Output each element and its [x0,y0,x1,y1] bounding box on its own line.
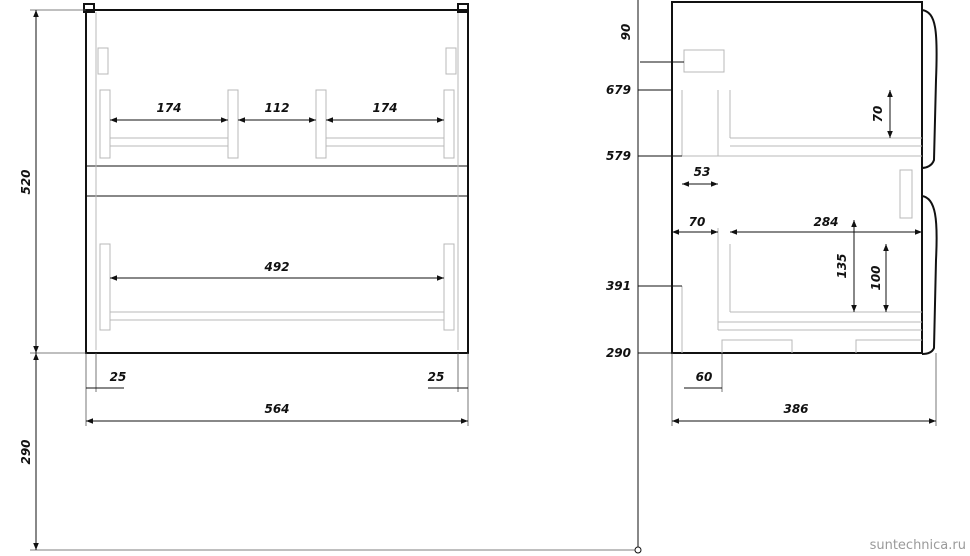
side-reference-point [634,546,642,554]
dim-290-front: 290 [19,439,33,464]
dim-100: 100 [869,265,883,290]
dim-284: 284 [813,215,838,229]
dim-492: 492 [263,260,289,274]
dim-53: 53 [694,165,711,179]
dim-386: 386 [783,402,808,416]
side-view: 679 579 391 290 90 53 70 70 284 135 100 … [606,0,938,554]
front-lower-drawer [99,243,455,331]
front-cabinet-outline [85,9,469,354]
level-679: 679 [606,83,631,97]
dim-25-right: 25 [428,370,445,384]
front-view: 174 112 174 492 520 290 25 25 564 [19,3,640,551]
side-lower-drawer [717,169,922,331]
side-upper-drawer [717,90,922,152]
level-290: 290 [606,346,631,360]
side-cabinet-outline [671,1,923,354]
front-hook-right [457,3,469,13]
front-upper-drawer-left [99,89,239,159]
dim-90: 90 [619,24,633,41]
front-bracket-left [97,47,109,75]
side-upper-front [921,9,938,169]
dim-135: 135 [835,253,849,278]
dim-520: 520 [19,169,33,194]
dim-174-right: 174 [372,101,397,115]
level-391: 391 [606,279,631,293]
front-bracket-right [445,47,457,75]
front-hook-left [83,3,95,13]
level-579: 579 [606,149,631,163]
watermark: suntechnica.ru [870,538,966,553]
dim-25-left: 25 [110,370,127,384]
side-siphon-bracket [683,49,725,73]
dim-60: 60 [696,370,713,384]
dim-174-left: 174 [156,101,181,115]
front-upper-drawer-right [315,89,455,159]
dim-70-offset: 70 [689,215,706,229]
dim-70-height: 70 [871,106,885,123]
side-lower-front [921,195,938,355]
dim-112: 112 [264,101,289,115]
side-siphon-cutout [681,90,719,157]
dim-564: 564 [264,402,289,416]
